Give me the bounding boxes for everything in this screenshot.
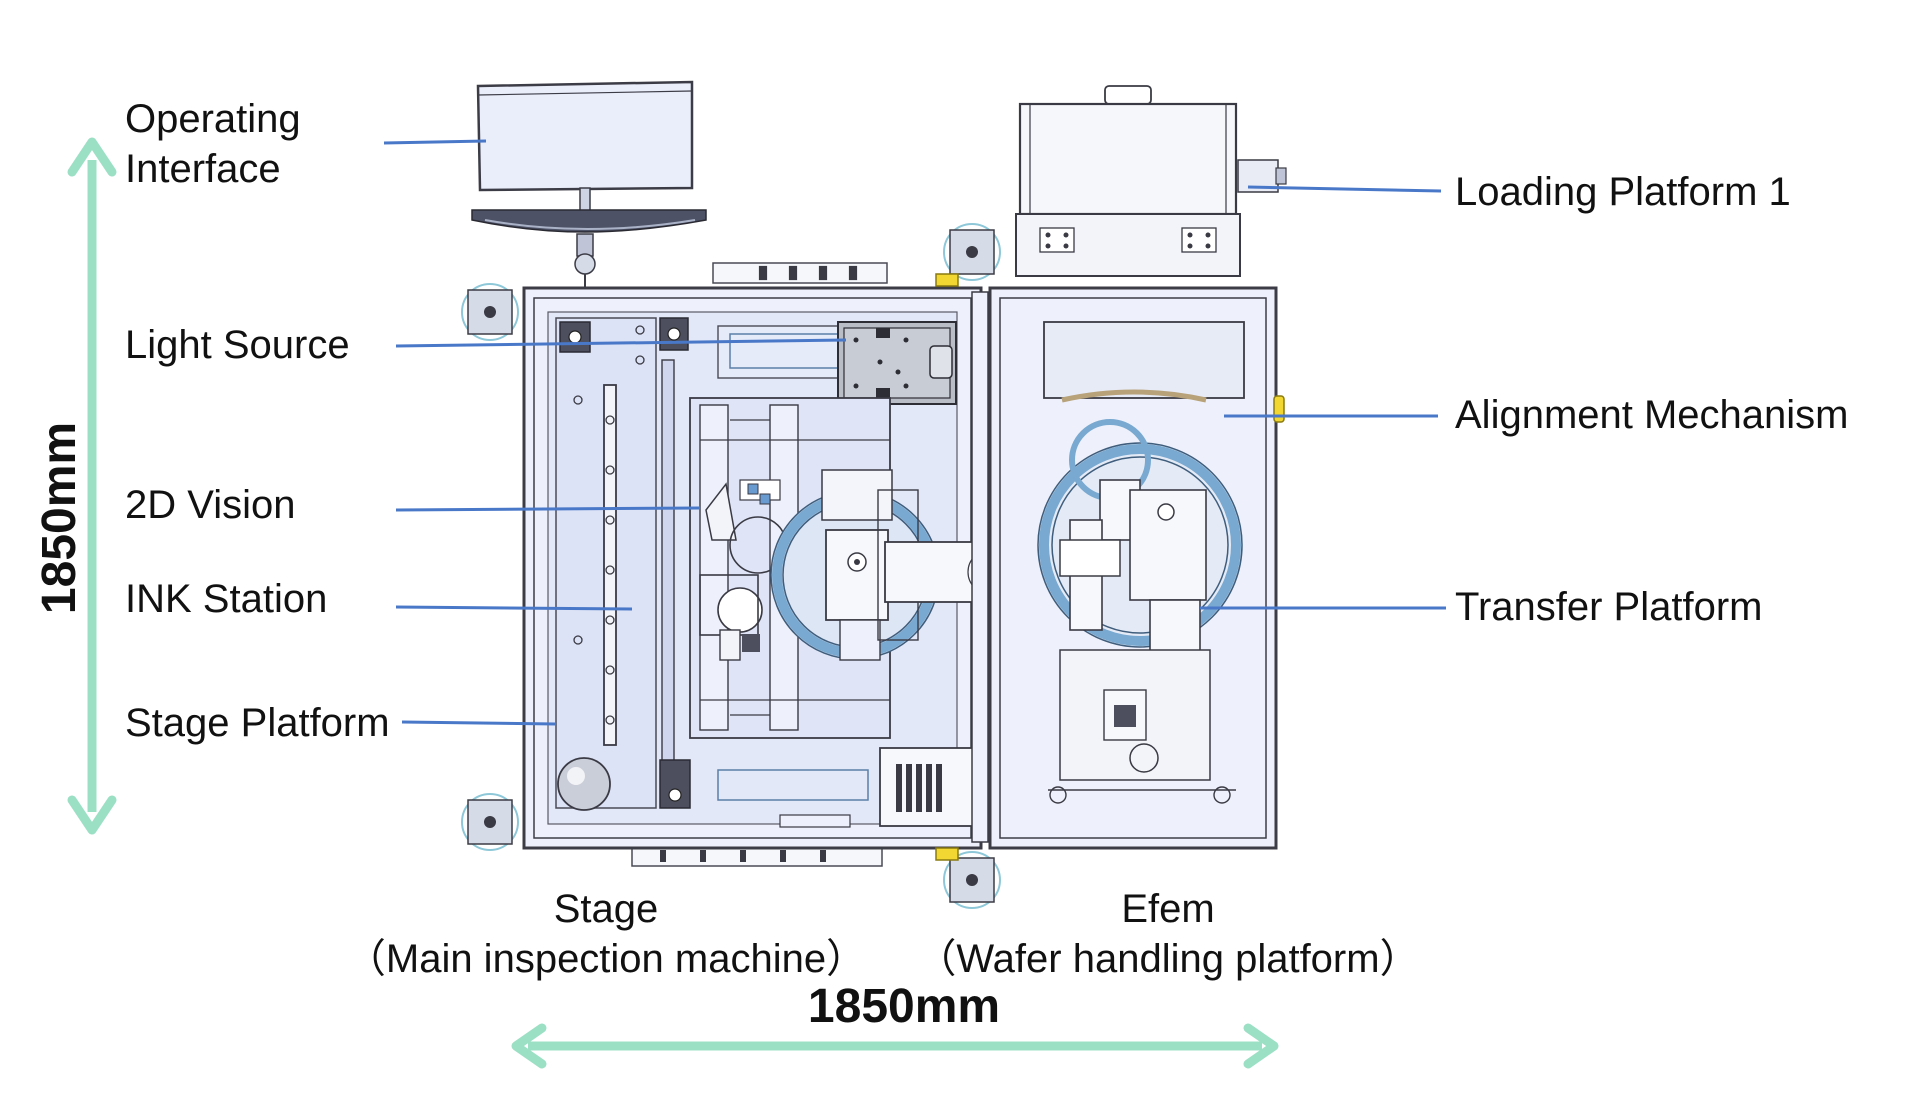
efem-wafer-handling-platform xyxy=(988,85,1287,850)
leader-lines xyxy=(383,139,1446,726)
caption-stage-title: Stage xyxy=(554,887,659,931)
label-operating-interface-line2: Interface xyxy=(125,147,281,191)
label-operating-interface-line1: Operating xyxy=(125,97,301,141)
label-transfer-platform: Transfer Platform xyxy=(1455,585,1762,629)
operating-interface-monitor xyxy=(471,80,707,292)
caption-efem-subtitle: （Wafer handling platform） xyxy=(916,937,1419,981)
label-alignment-mechanism: Alignment Mechanism xyxy=(1455,393,1849,437)
label-ink-station: INK Station xyxy=(125,577,327,621)
caption-efem-title: Efem xyxy=(1121,887,1214,931)
label-2d-vision: 2D Vision xyxy=(125,483,295,527)
horizontal-dimension-arrow xyxy=(511,1023,1279,1069)
height-dimension-label: 1850mm xyxy=(33,422,86,614)
width-dimension-label: 1850mm xyxy=(808,980,1000,1033)
label-light-source: Light Source xyxy=(125,323,350,367)
label-loading-platform: Loading Platform 1 xyxy=(1455,170,1791,214)
caption-stage-subtitle: （Main inspection machine） xyxy=(346,937,866,981)
label-stage-platform: Stage Platform xyxy=(125,701,390,745)
leveling-feet xyxy=(461,223,1001,909)
vertical-dimension-arrow xyxy=(67,137,117,835)
